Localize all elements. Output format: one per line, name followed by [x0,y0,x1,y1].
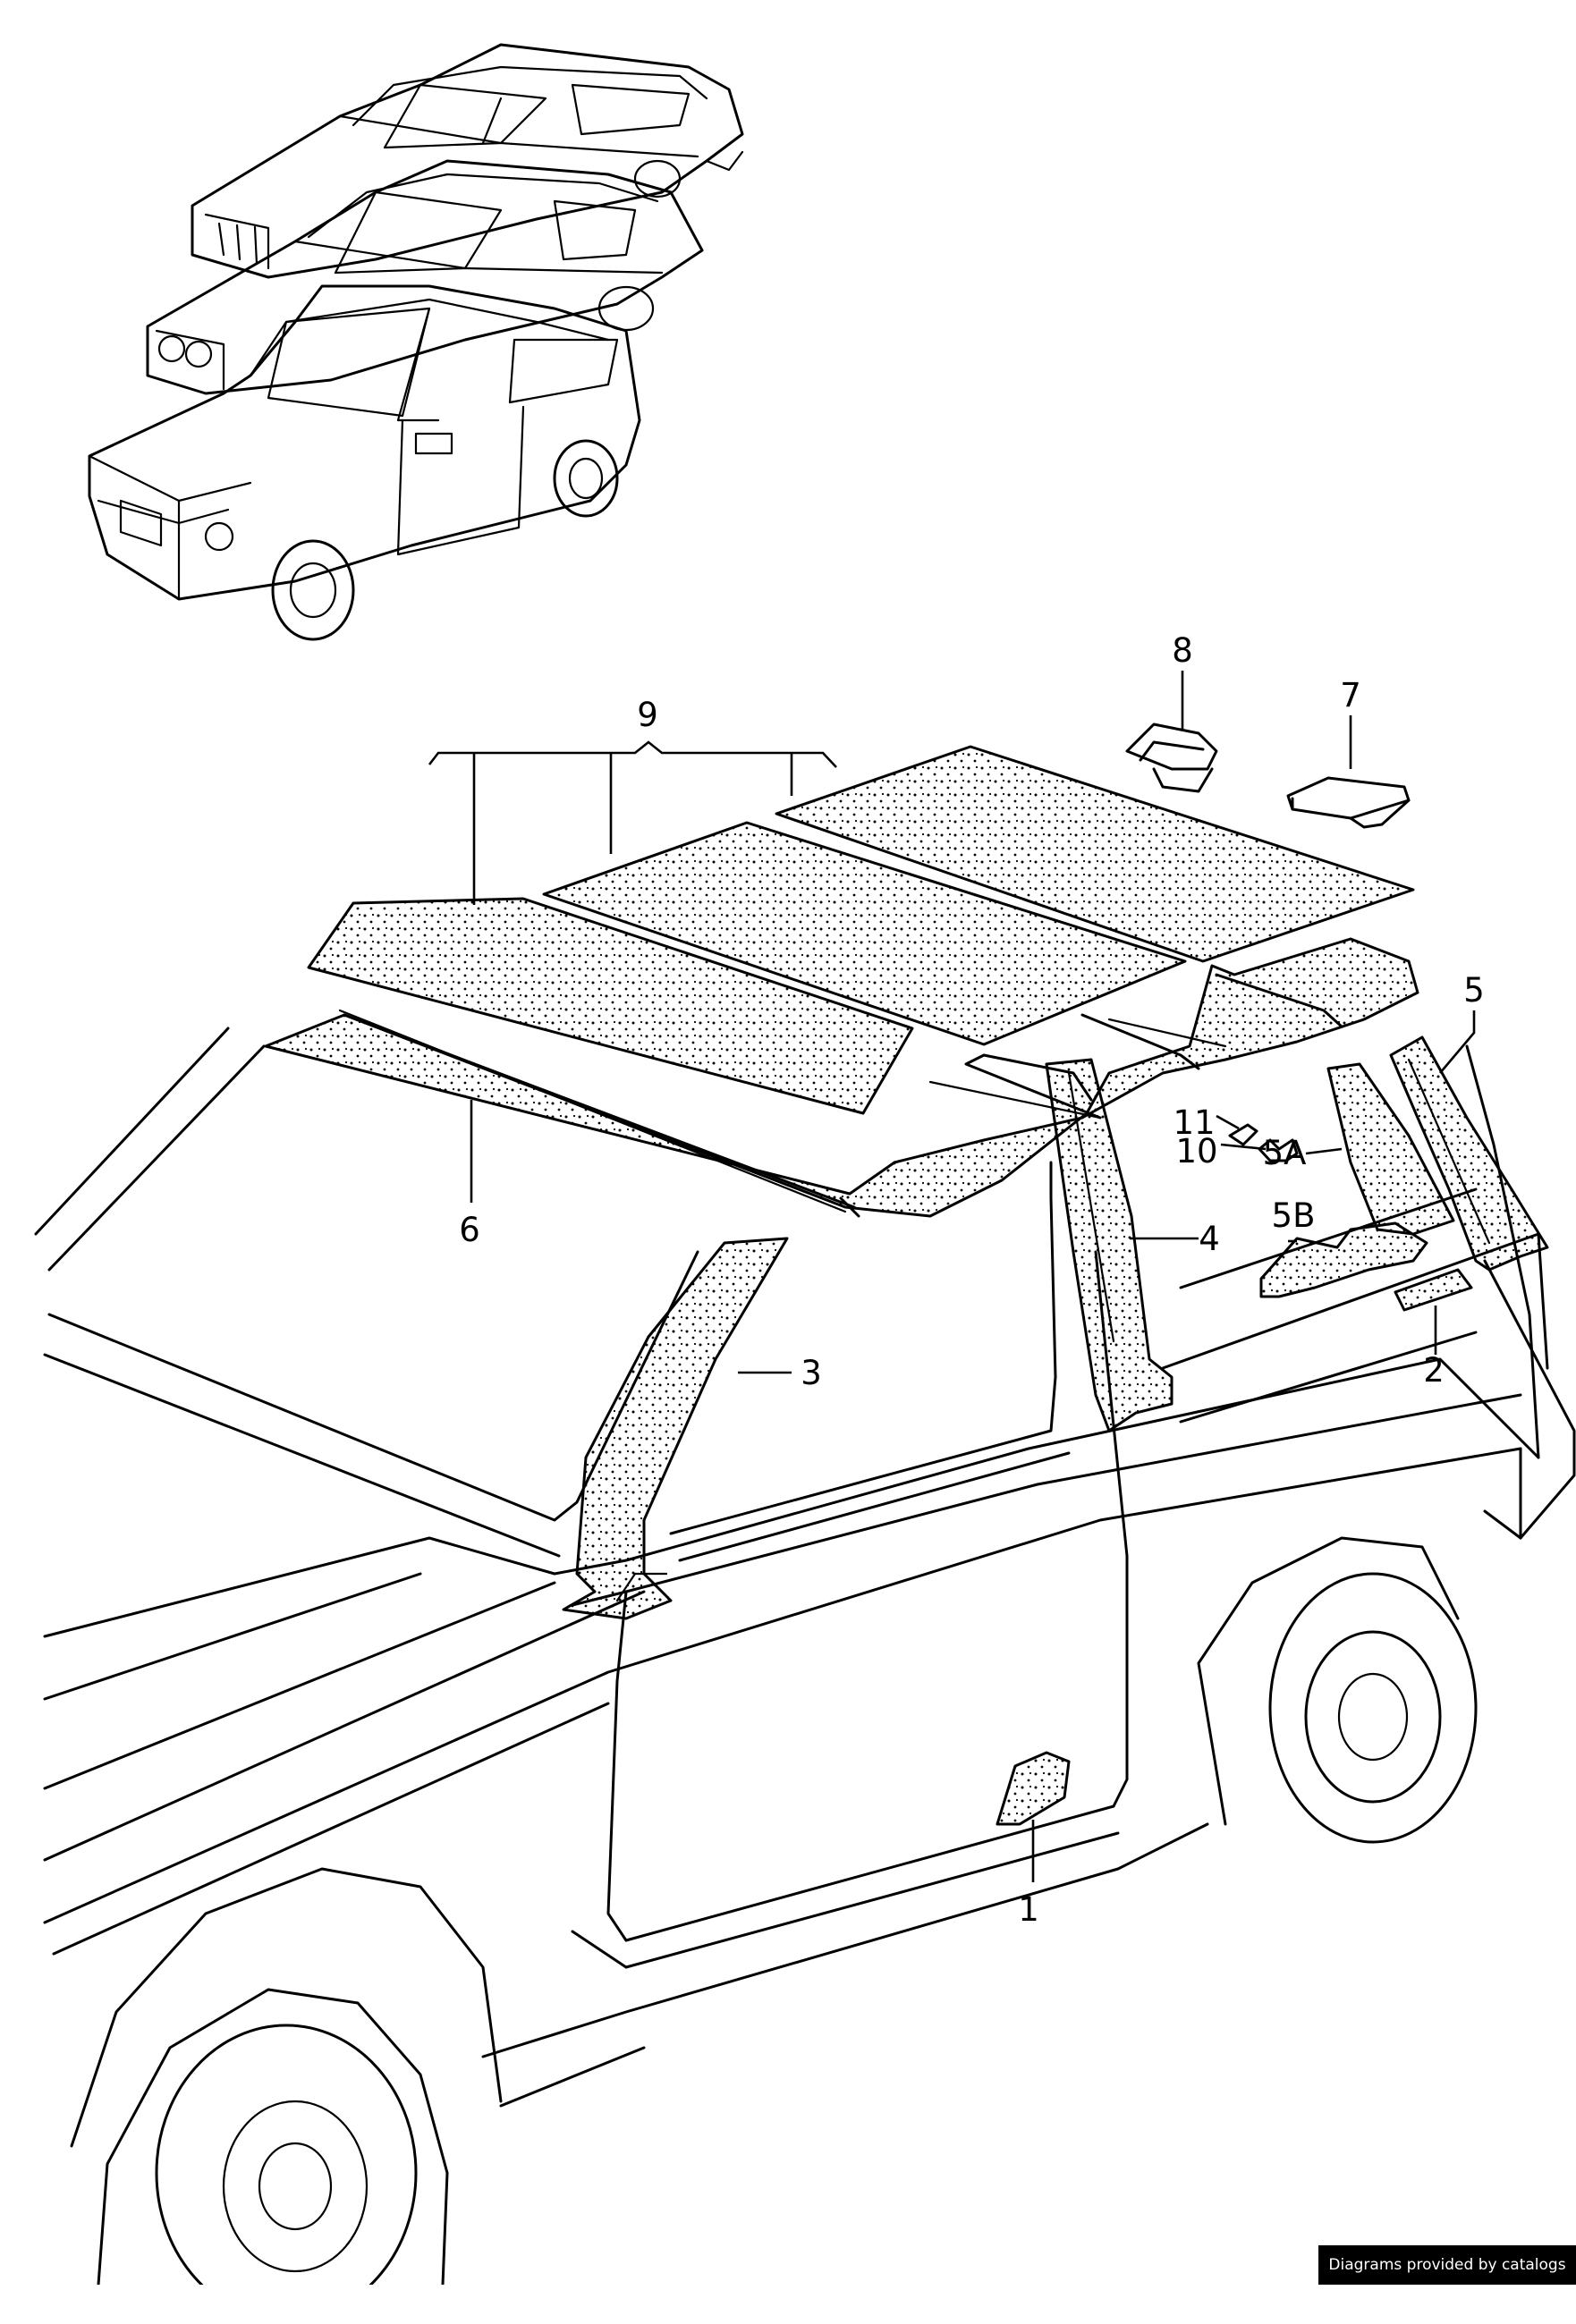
c-pillar-trim-5 [1389,1035,1549,1272]
callout-label-9: 9 [637,696,658,734]
callout-labels: 1 2 3 4 5 5A 5B 6 7 8 9 10 11 [459,631,1485,1929]
callout-label-4: 4 [1199,1220,1220,1258]
callout-label-7: 7 [1340,676,1361,714]
car-variant-sedan [191,43,744,279]
callout-label-6: 6 [459,1211,480,1249]
plug-part-11 [1228,1123,1258,1146]
roof-pad-middle [542,821,1187,1046]
headliner-base-pad [264,937,1419,1218]
pad-part-7 [1286,776,1411,829]
door-trim-1 [996,1751,1071,1826]
callout-label-3: 3 [801,1354,822,1392]
clip-part-8 [1125,723,1218,793]
main-car-body [34,1009,1576,2285]
callout-label-5b: 5B [1272,1196,1316,1235]
car-variant-3door [88,284,641,641]
trim-strip-2 [1394,1268,1473,1312]
roof-pad-rear [775,745,1415,963]
callout-label-2: 2 [1423,1351,1445,1390]
b-pillar-trim-4 [1045,1058,1174,1432]
trim-panel-5a [1326,1062,1455,1236]
trim-panel-5b [1259,1221,1428,1298]
callout-label-5: 5 [1463,971,1485,1010]
car-variant-hatchback [146,159,704,395]
callout-label-5a: 5A [1263,1134,1307,1172]
callout-label-10: 10 [1175,1132,1217,1170]
clip-part-10 [1258,1138,1299,1162]
callout-label-1: 1 [1018,1890,1039,1929]
watermark-credit: Diagrams provided by catalogs parts [1318,2245,1576,2313]
callout-label-8: 8 [1172,631,1193,670]
roof-pad-front [307,897,914,1115]
callout-label-11: 11 [1173,1103,1215,1142]
callout-leaders [428,671,1476,1882]
a-pillar-trim-3 [562,1237,789,1620]
